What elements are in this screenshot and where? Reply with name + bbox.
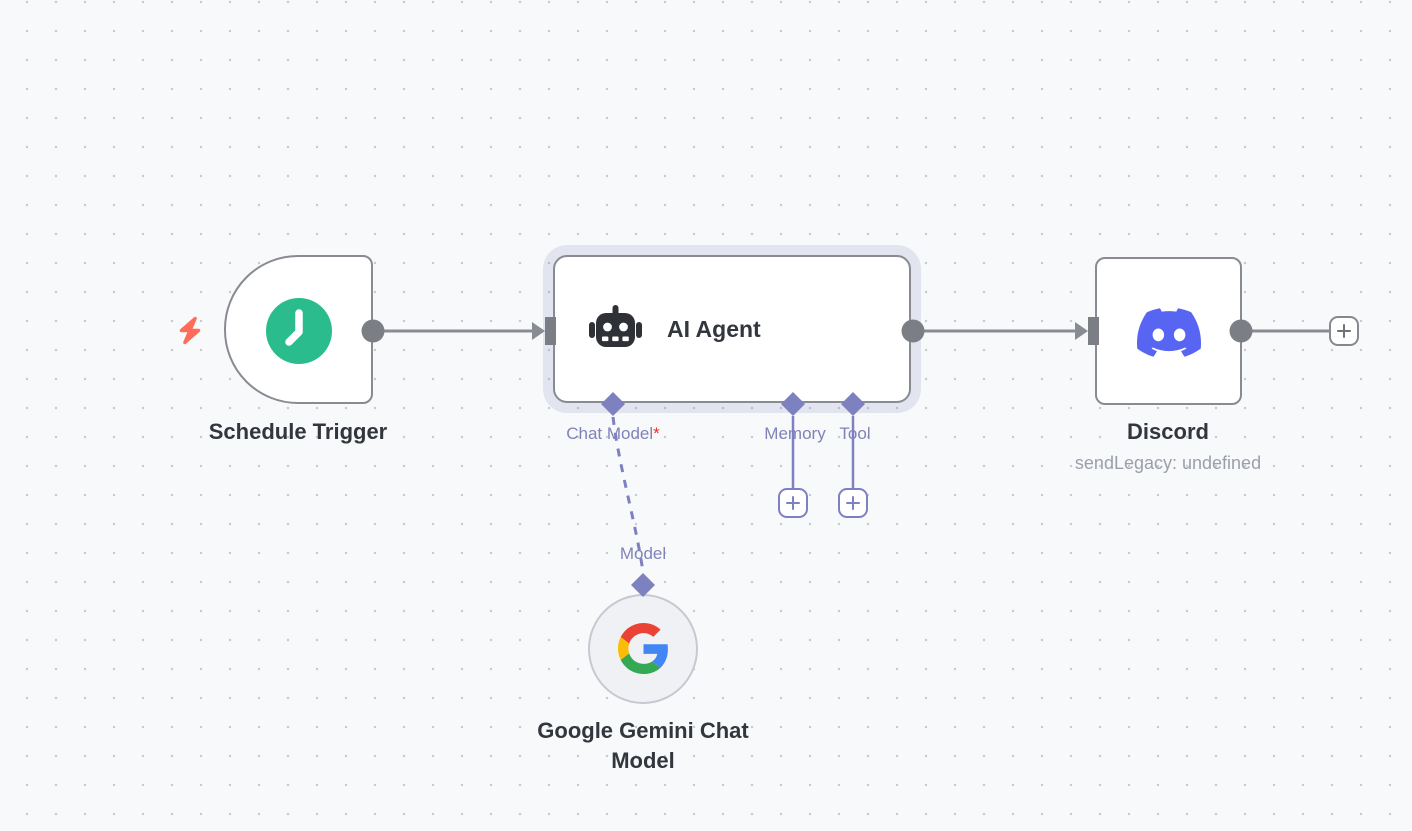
add-memory-button[interactable]: [778, 488, 808, 518]
robot-ear-left: [589, 322, 595, 338]
discord-logo-shape: [1137, 308, 1202, 357]
add-node-button[interactable]: [1329, 316, 1359, 346]
node-discord[interactable]: [1095, 257, 1242, 405]
robot-eye-right: [619, 322, 628, 332]
clock-icon: [266, 298, 332, 364]
robot-tooth: [622, 336, 629, 342]
google-g-red: [620, 623, 661, 644]
chat-model-port-label: Chat Model*: [513, 424, 713, 444]
memory-port-label: Memory: [764, 424, 826, 443]
chat-model-text: Chat Model: [566, 424, 654, 443]
lightning-bolt-icon: [178, 313, 202, 348]
robot-eye-left: [603, 322, 612, 332]
node-schedule-trigger[interactable]: [224, 255, 373, 404]
edge-arrowhead: [532, 322, 545, 340]
robot-tooth: [602, 336, 609, 342]
robot-head: [596, 313, 635, 347]
google-g-yellow: [618, 637, 630, 660]
edge-arrowhead: [1075, 322, 1088, 340]
ai-agent-title: AI Agent: [667, 315, 761, 342]
robot-tooth: [612, 336, 619, 342]
google-g-blue: [643, 644, 668, 668]
plus-icon: [851, 496, 855, 510]
add-tool-button[interactable]: [838, 488, 868, 518]
google-g-icon: [618, 623, 669, 674]
gemini-model-port-label: Model: [619, 544, 667, 563]
robot-ear-right: [636, 322, 642, 338]
lightning-bolt-shape: [179, 316, 201, 345]
discord-label: Discord: [1127, 419, 1209, 444]
robot-icon: [587, 303, 643, 359]
google-gemini-label: Google Gemini Chat Model: [537, 718, 749, 773]
node-google-gemini-chat-model[interactable]: [588, 594, 698, 704]
schedule-trigger-label: Schedule Trigger: [208, 419, 388, 444]
plus-icon: [1342, 324, 1346, 338]
tool-port-label: Tool: [839, 424, 871, 443]
plus-icon: [791, 496, 795, 510]
google-g-green: [620, 653, 661, 674]
clock-hands: [285, 309, 303, 346]
node-ai-agent[interactable]: AI Agent: [553, 255, 911, 403]
required-asterisk: *: [653, 424, 660, 443]
discord-subtitle: sendLegacy: undefined: [1074, 453, 1262, 473]
discord-icon: [1137, 308, 1202, 357]
